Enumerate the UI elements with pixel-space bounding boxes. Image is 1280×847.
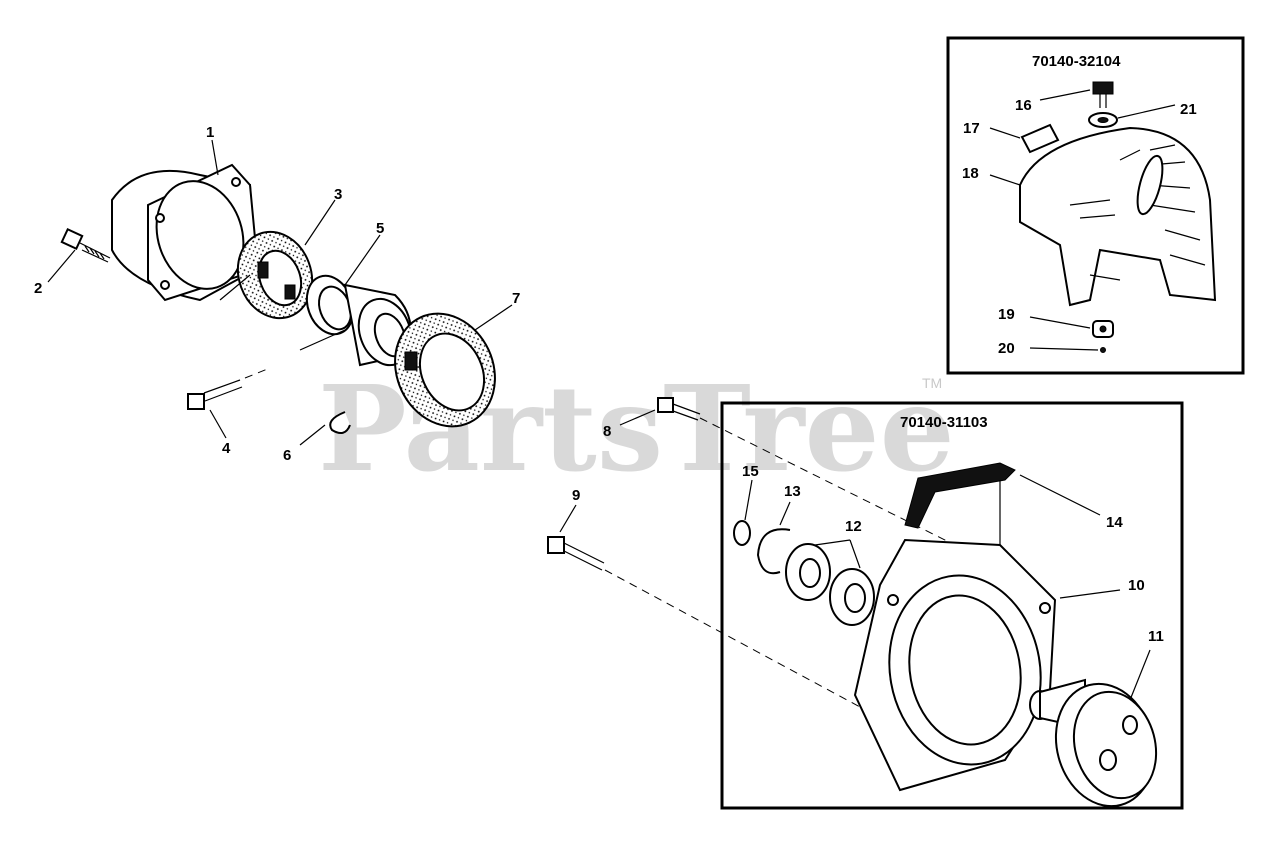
callout-10: 10	[1128, 577, 1145, 594]
part-21-grommet	[1088, 112, 1118, 128]
callout-2: 2	[34, 280, 42, 297]
callout-5: 5	[376, 220, 384, 237]
part-19-nut	[1092, 320, 1114, 338]
part-10-fan-housing	[853, 538, 1057, 792]
callout-21: 21	[1180, 101, 1197, 118]
part-13-snap-ring	[756, 528, 791, 575]
part-7-clutch-shoe	[394, 312, 496, 428]
part-2-bolt	[60, 227, 111, 263]
part-3-clutch-shoe	[236, 230, 314, 320]
callout-7: 7	[512, 290, 520, 307]
callout-14: 14	[1106, 514, 1123, 531]
callout-19: 19	[998, 306, 1015, 323]
part-20-washer	[1100, 347, 1106, 353]
callout-13: 13	[784, 483, 801, 500]
inset-bottom-code: 70140-31103	[900, 414, 988, 431]
callout-15: 15	[742, 463, 759, 480]
inset-box-bottom	[720, 401, 1184, 810]
part-16-knob	[1092, 81, 1114, 108]
part-18-cover	[1019, 126, 1217, 307]
part-6-clip	[329, 411, 351, 435]
part-8-bolt	[657, 397, 956, 546]
part-1-housing	[111, 163, 260, 302]
callout-3: 3	[334, 186, 342, 203]
callout-17: 17	[963, 120, 980, 137]
callout-11: 11	[1148, 628, 1164, 645]
part-15-ring	[733, 520, 751, 546]
callout-18: 18	[962, 165, 979, 182]
callout-4: 4	[222, 440, 231, 457]
callout-1: 1	[206, 124, 214, 141]
callout-9: 9	[572, 487, 580, 504]
part-14-handle	[904, 462, 1016, 545]
callout-16: 16	[1015, 97, 1032, 114]
part-9-bolt	[547, 536, 876, 716]
part-12-bearings	[785, 543, 875, 626]
part-4-bolt	[187, 367, 271, 410]
inset-top-code: 70140-32104	[1032, 53, 1121, 70]
inset-box-top	[946, 36, 1245, 375]
part-17-label	[1020, 123, 1060, 154]
callout-6: 6	[283, 447, 291, 464]
part-11-clutch-drum	[1029, 678, 1158, 808]
callout-12: 12	[845, 518, 862, 535]
callout-20: 20	[998, 340, 1015, 357]
watermark-trademark: TM	[922, 375, 942, 391]
callout-8: 8	[603, 423, 611, 440]
